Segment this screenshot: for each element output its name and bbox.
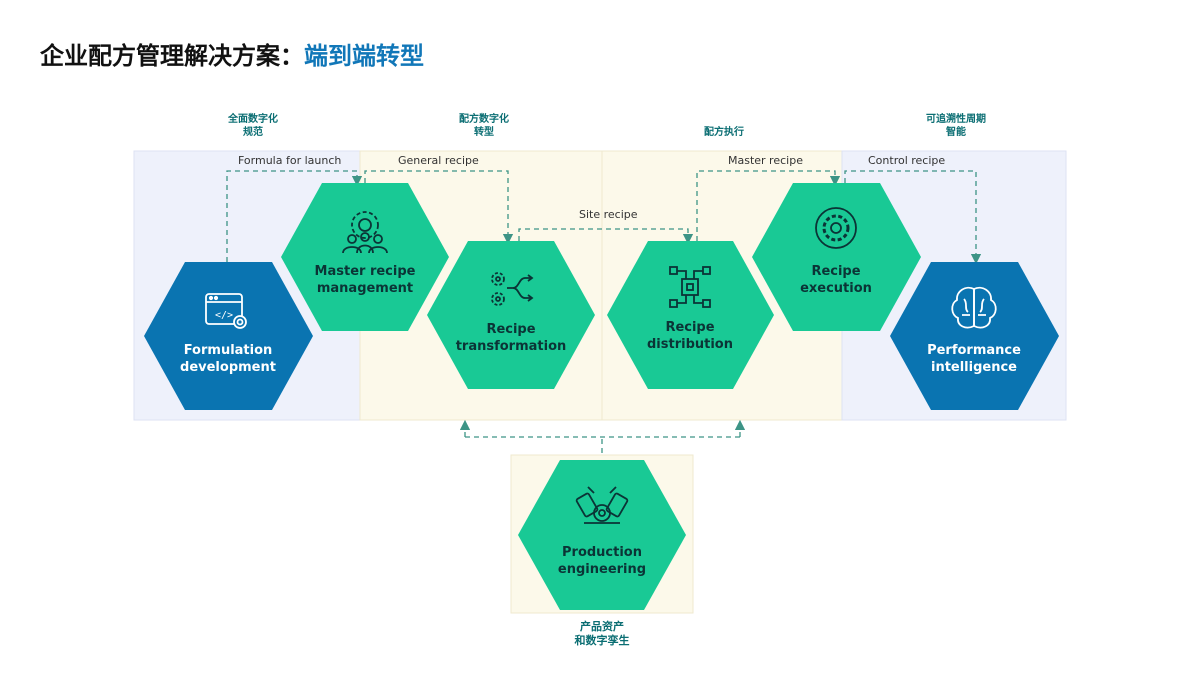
connector-formula-launch <box>226 170 363 262</box>
title-accent: 端到端转型 <box>304 42 424 70</box>
label-performance-intelligence: Performance intelligence <box>927 343 1021 375</box>
team-gear-icon <box>342 211 388 254</box>
hex-recipe-execution[interactable] <box>752 183 921 331</box>
panel-label-4: 可追溯性周期 智能 <box>926 114 986 138</box>
flow-label-site-recipe: Site recipe <box>579 208 638 221</box>
label-recipe-execution: Recipe execution <box>800 264 872 296</box>
gears-arrows-icon <box>491 272 534 306</box>
hex-formulation-development[interactable] <box>144 262 313 410</box>
label-production-engineering: Production engineering <box>557 545 647 577</box>
hex-master-recipe-management[interactable] <box>281 183 449 331</box>
gear-cog-icon <box>815 207 857 249</box>
title-main: 企业配方管理解决方案： <box>40 42 304 70</box>
label-recipe-distribution: Recipe distribution <box>647 320 733 352</box>
hex-recipe-transformation[interactable] <box>427 241 595 389</box>
code-gear-icon: </> <box>205 293 247 329</box>
hex-recipe-distribution[interactable] <box>607 241 774 389</box>
label-formulation-development: Formulation development <box>180 343 276 375</box>
flow-label-control-recipe: Control recipe <box>868 154 946 167</box>
panel-label-1: 全面数字化 规范 <box>228 114 278 138</box>
label-master-recipe-management: Master recipe management <box>314 264 416 296</box>
svg-text:</>: </> <box>215 310 233 321</box>
flow-label-formula-launch: Formula for launch <box>238 154 342 167</box>
flow-label-master-recipe: Master recipe <box>728 154 803 167</box>
bottom-panel-label: 产品资产 和数字孪生 <box>574 620 630 647</box>
connector-general-recipe <box>364 170 514 245</box>
circuit-icon <box>669 266 711 308</box>
panel-label-3: 配方执行 <box>704 127 744 138</box>
connector-master-recipe <box>696 170 841 241</box>
hex-performance-intelligence[interactable] <box>890 262 1059 410</box>
label-recipe-transformation: Recipe transformation <box>455 322 567 354</box>
page-title: 企业配方管理解决方案：端到端转型 <box>40 36 424 71</box>
engine-icon <box>575 486 629 524</box>
hex-production-engineering[interactable] <box>518 460 686 610</box>
panel-label-2: 配方数字化 转型 <box>459 114 509 138</box>
brain-icon <box>951 286 997 329</box>
flow-label-general-recipe: General recipe <box>398 154 479 167</box>
connector-production-up <box>465 436 740 453</box>
